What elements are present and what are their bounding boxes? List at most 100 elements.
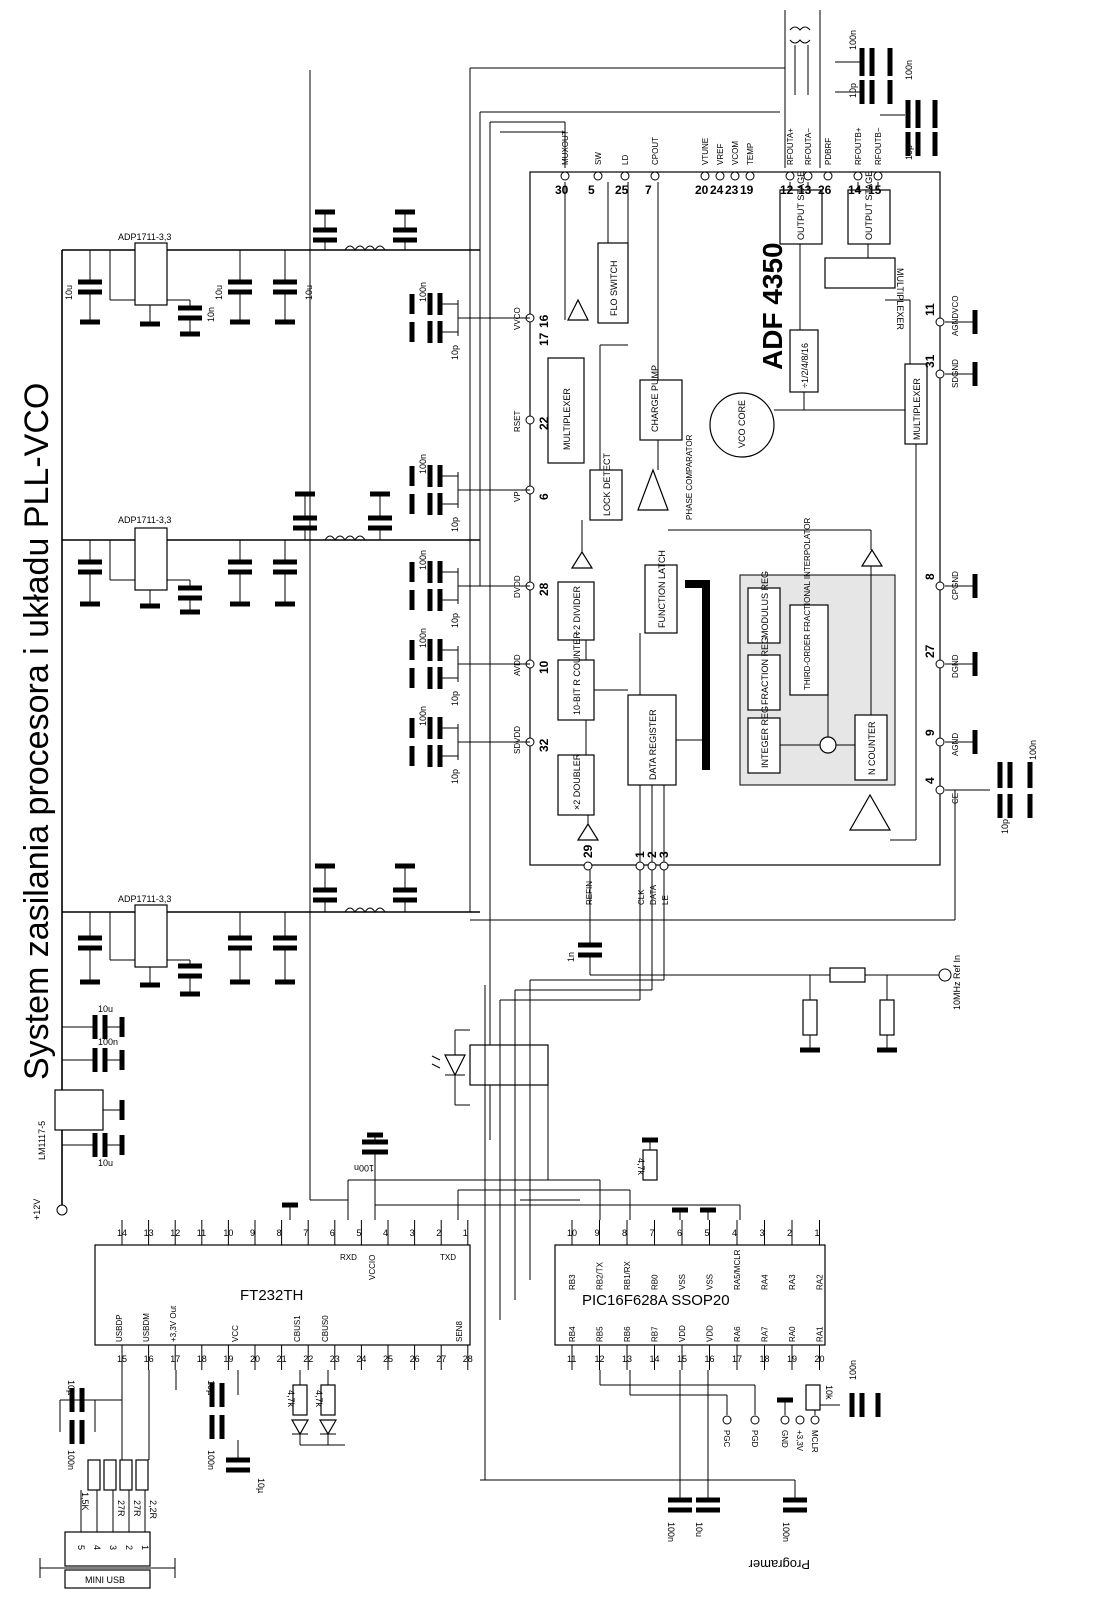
adf-pin-name: DVDD [513, 575, 522, 598]
cap-label: 100n [666, 1522, 676, 1542]
block-multiplexer-right: MULTIPLEXER [912, 378, 922, 440]
cap-label: 10p [450, 769, 460, 784]
pic-pin-name: RB0 [651, 1274, 660, 1290]
block-charge-pump: CHARGE PUMP [650, 365, 660, 432]
ft232-signal: +3,3V Out [169, 1305, 178, 1342]
pic-pin-name: RA6 [733, 1326, 742, 1342]
res-label: 4,7k [314, 1390, 324, 1408]
usb-pin-number: 4 [92, 1545, 102, 1550]
pic-pin-name: RB7 [651, 1326, 660, 1342]
usb-pin-number: 1 [140, 1545, 150, 1550]
block-fl-switch: FLO SWITCH [609, 261, 619, 317]
ft232-pin-number: 7 [303, 1228, 308, 1238]
adf-pin-number: 8 [923, 573, 937, 580]
adf-pin-name: RFOUTB− [874, 127, 883, 165]
cap-label: 10u [98, 1158, 113, 1168]
pic-pin-number: 8 [622, 1228, 627, 1238]
pic-pin-number: 20 [815, 1354, 825, 1364]
programmer-pin-ring [810, 1415, 820, 1425]
usb-pin-number: 5 [76, 1545, 86, 1550]
adf-pin-ring [635, 861, 645, 871]
adf-pin-number: 26 [818, 183, 832, 197]
regulator-label: ADP1711-3,3 [118, 515, 171, 525]
adf-pin-name: AGND [951, 733, 960, 756]
programmer-wiring: 100n 10u 100n 10k 100n Programer [480, 1360, 881, 1572]
pic-pin-number: 6 [677, 1228, 682, 1238]
page-title: System zasilania procesora i układu PLL-… [18, 383, 56, 1080]
adf-pin-number: 28 [537, 582, 551, 596]
ft232-signal: USBDM [142, 1313, 151, 1342]
adf-pin-number: 29 [581, 844, 595, 858]
programmer-pin-ring [750, 1415, 760, 1425]
cap-label: 10n [206, 307, 216, 322]
pic-pin-name: RA0 [788, 1326, 797, 1342]
adf-pin-ring [583, 861, 593, 871]
pic-pin-name: RB4 [568, 1326, 577, 1342]
res-label: 2,2R [148, 1500, 158, 1520]
ft232-signal: VCCIO [368, 1255, 377, 1280]
ft232-signal: TXD [440, 1253, 456, 1262]
cap-label: 10u [304, 285, 314, 300]
programmer-pin-ring [795, 1415, 805, 1425]
cap-label: 100n [418, 550, 428, 570]
block-r-counter: 10-BIT R COUNTER [572, 632, 582, 715]
ft232-pin-number: 26 [410, 1354, 420, 1364]
pic-pin-number: 16 [705, 1354, 715, 1364]
adf-pin-ring [745, 171, 755, 181]
block-n-counter: N COUNTER [867, 721, 877, 775]
ft232-signal: CBUS1 [293, 1315, 302, 1342]
block-function-latch: FUNCTION LATCH [657, 550, 667, 628]
usb-pin-number: 3 [108, 1545, 118, 1550]
adf-pin-number: 4 [923, 777, 937, 784]
pic-pin-name: RA5/MCLR [733, 1249, 742, 1290]
block-output-divider: ÷1/2/4/8/16 [800, 343, 810, 388]
adf-pin-number: 19 [740, 183, 754, 197]
ft232-pin-number: 18 [197, 1354, 207, 1364]
adf-pin-number: 27 [923, 644, 937, 658]
cap-label: 100n [418, 454, 428, 474]
ft232-pin-number: 16 [144, 1354, 154, 1364]
cap-label: 10p [1000, 819, 1010, 834]
cap-label: 10u [64, 285, 74, 300]
block-output-stage-a: OUTPUT STAGE [796, 171, 806, 240]
adf-pin-number: 15 [868, 183, 882, 197]
adf-pin-name: SW [594, 152, 603, 165]
pic-pin-name: RA1 [816, 1326, 825, 1342]
usb-pin-number: 2 [124, 1545, 134, 1550]
pic-chip: PIC16F628A SSOP20 [554, 1244, 826, 1346]
pic-pin-number: 10 [567, 1228, 577, 1238]
adf-pin-ring [700, 171, 710, 181]
adf-pin-ring [935, 737, 945, 747]
ft232-pin-number: 11 [197, 1228, 206, 1238]
pic-pin-name: RB5 [596, 1326, 605, 1342]
adf-pin-name: RFOUTA+ [786, 128, 795, 165]
block-multiplexer-top: MULTIPLEXER [895, 268, 905, 330]
regulator-label: LM1117-5 [37, 1121, 47, 1160]
adf-pin-number: 9 [923, 729, 937, 736]
pic-pin-number: 2 [787, 1228, 792, 1238]
pic-pin-name: RB6 [623, 1326, 632, 1342]
block-fraction-reg: FRACTION REG [760, 637, 770, 705]
ft232-pin-number: 15 [117, 1354, 127, 1364]
adf-pin-name: VP [513, 491, 522, 502]
ft232-pin-number: 3 [410, 1228, 415, 1238]
pic-pin-number: 5 [705, 1228, 710, 1238]
pic-pin-number: 15 [677, 1354, 687, 1364]
adf-pin-ring [560, 171, 570, 181]
pic-pin-name: RA4 [761, 1274, 770, 1290]
pic-pin-name: RA3 [788, 1274, 797, 1290]
ft232-signal: SEN8 [455, 1321, 464, 1342]
cap-label: 10u [694, 1522, 704, 1537]
adf-pin-number: 20 [695, 183, 709, 197]
cap-label: 100n [848, 30, 858, 50]
adf-pin-number: 1 [633, 851, 647, 858]
ft232-pin-number: 9 [250, 1228, 255, 1238]
ft232-pin-number: 17 [170, 1354, 180, 1364]
ft232-signal: RXD [340, 1253, 357, 1262]
ft232-pin-number: 27 [436, 1354, 446, 1364]
pic-pin-number: 13 [622, 1354, 632, 1364]
block-modulus-reg: MODULUS REG [760, 571, 770, 638]
cap-label: 100n [66, 1450, 76, 1470]
block-output-stage-b: OUTPUT STAGE [864, 171, 874, 240]
